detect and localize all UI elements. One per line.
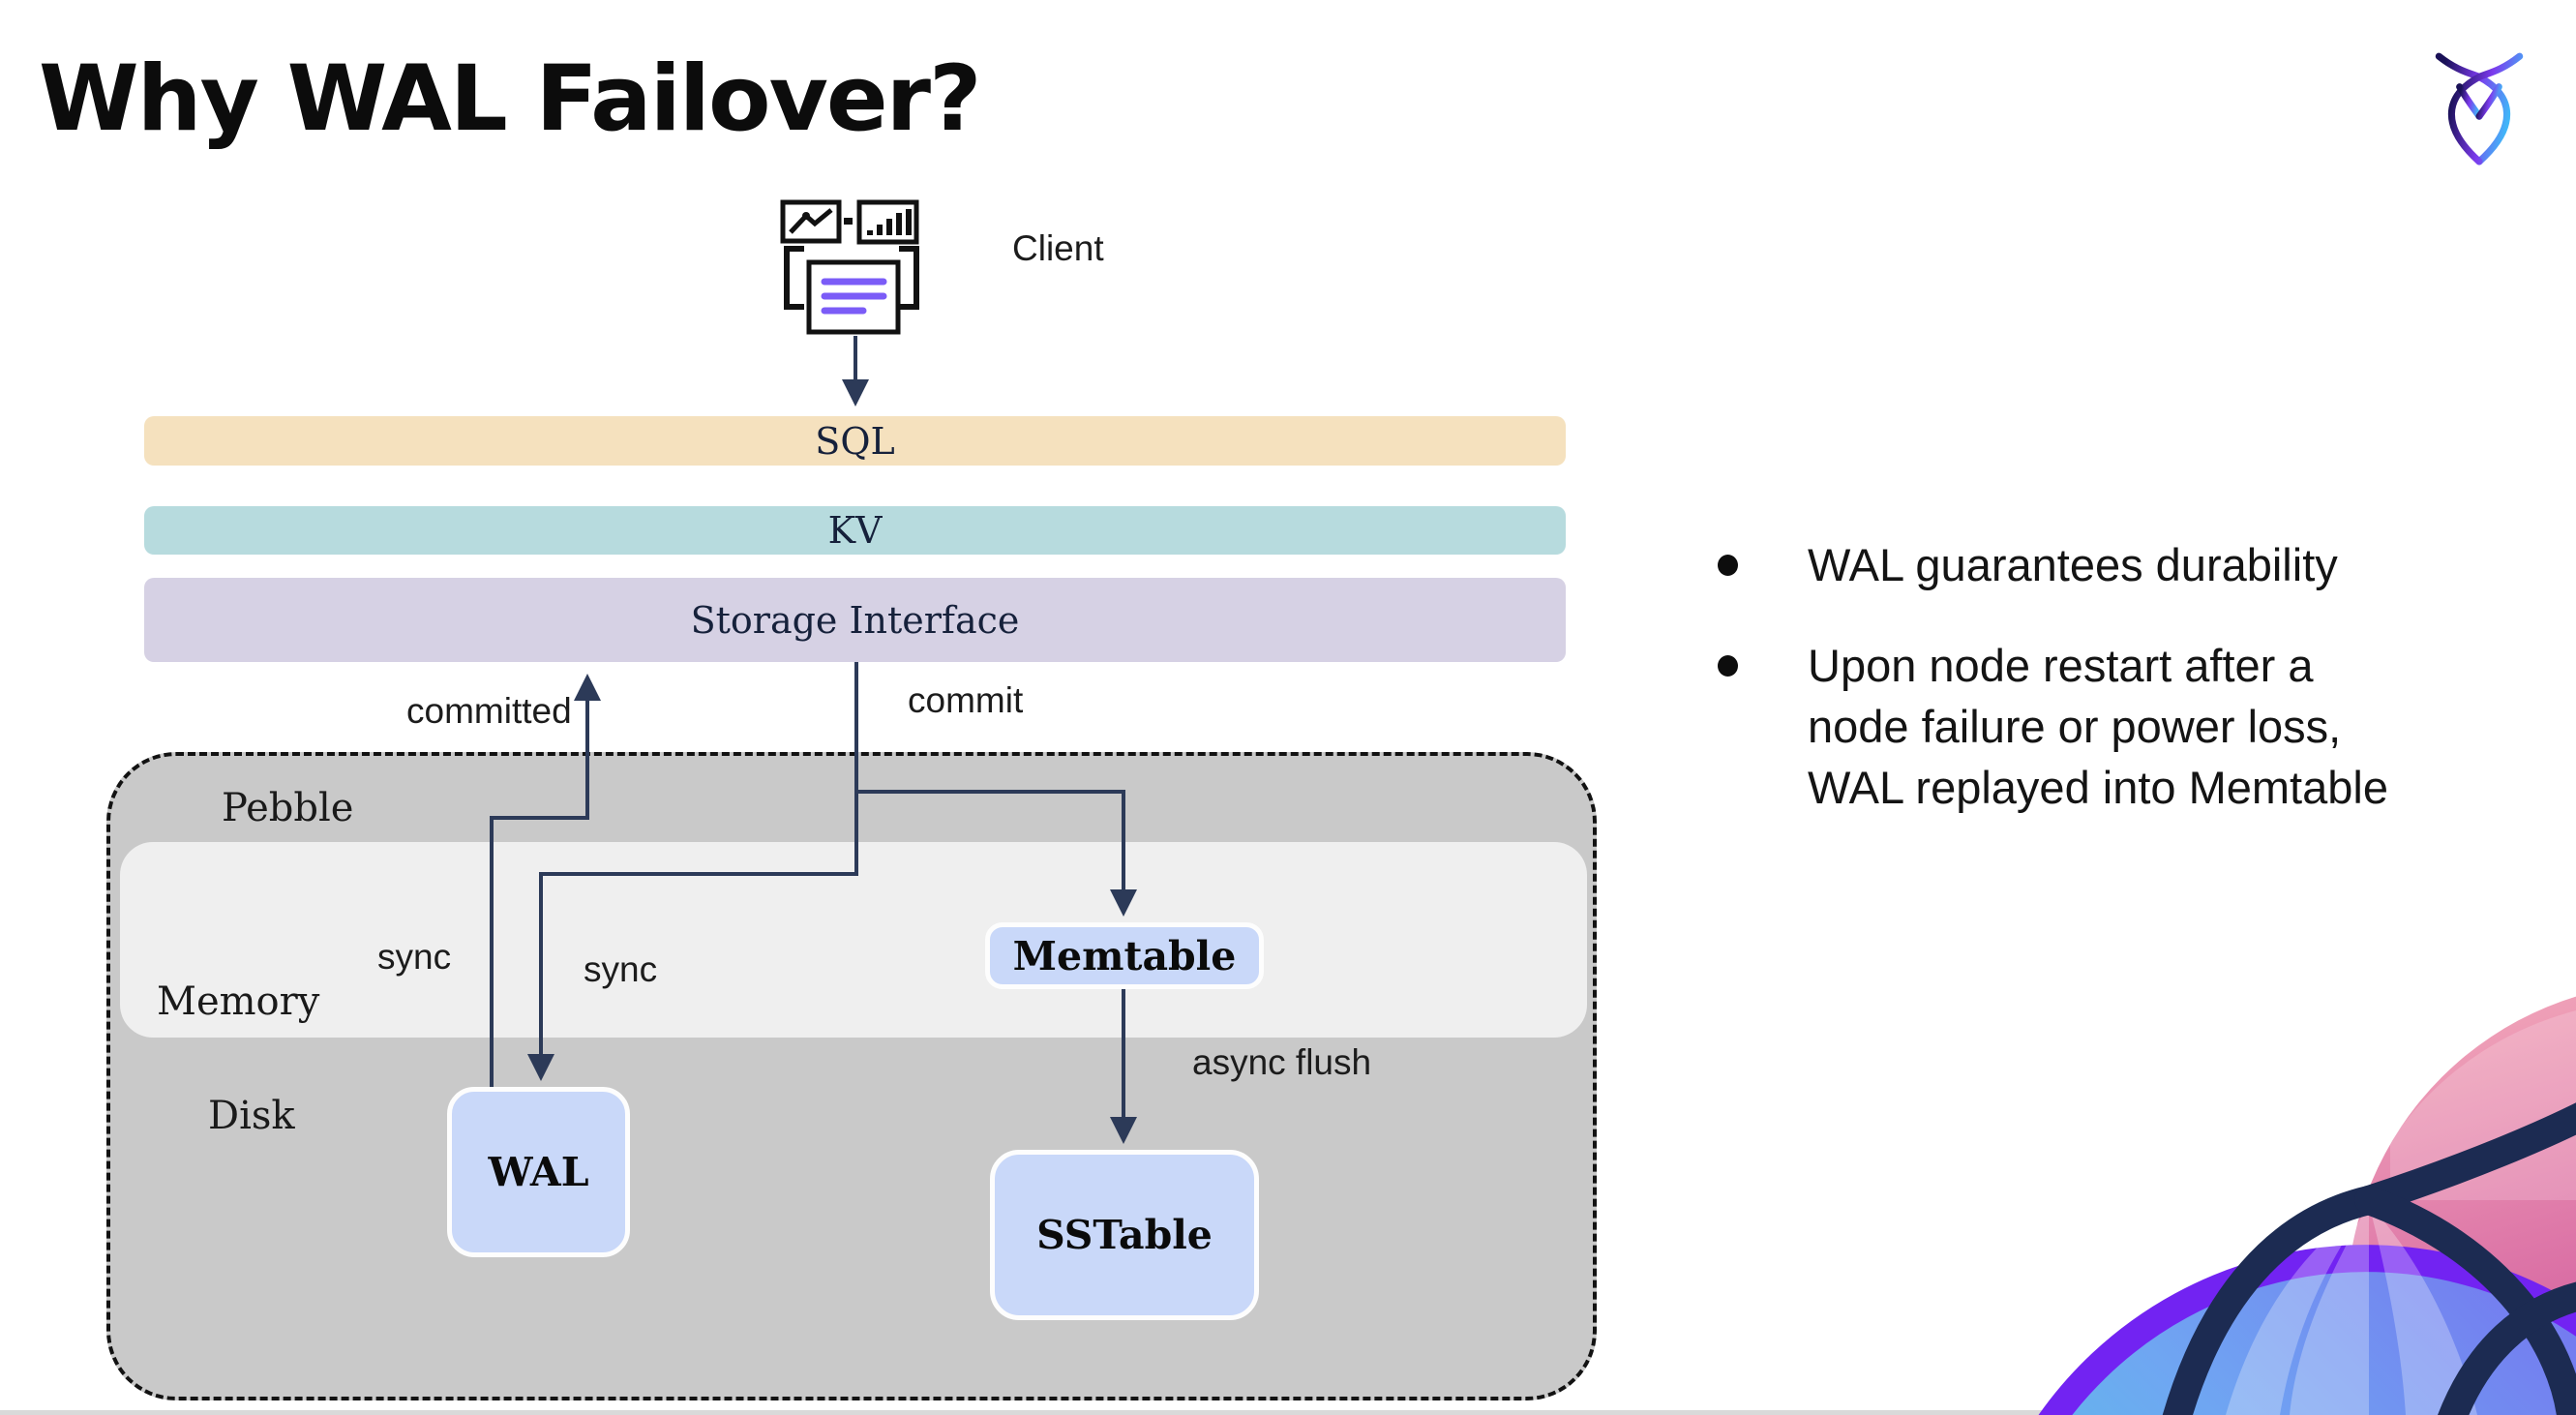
client-workstation-icon xyxy=(780,199,919,335)
sync-right-label: sync xyxy=(584,949,658,989)
slide-bottom-edge xyxy=(0,1410,2576,1415)
client-label: Client xyxy=(1012,228,1104,268)
roach-curves xyxy=(2162,1102,2576,1415)
bullet-text: Upon node restart after a node failure o… xyxy=(1808,640,2388,813)
wal-node: WAL xyxy=(447,1087,630,1257)
cockroachdb-logo-icon xyxy=(2435,52,2524,166)
commit-label: commit xyxy=(908,680,1024,720)
layer-bar-storage-interface: Storage Interface xyxy=(144,578,1566,662)
bracket-icon xyxy=(784,246,919,310)
layer-bar-kv: KV xyxy=(144,506,1566,555)
slide-title: Why WAL Failover? xyxy=(39,46,982,152)
brand-corner-art xyxy=(2038,996,2576,1415)
sync-left-label: sync xyxy=(377,937,452,977)
dash-connector xyxy=(844,218,853,225)
committed-label: committed xyxy=(406,691,572,731)
bullet-text: WAL guarantees durability xyxy=(1808,539,2338,590)
memory-label: Memory xyxy=(157,979,320,1024)
bullet-dot xyxy=(1718,655,1738,677)
layer-bar-sql: SQL xyxy=(144,416,1566,466)
disk-label: Disk xyxy=(208,1094,295,1138)
sstable-node: SSTable xyxy=(990,1150,1259,1320)
bullet-dot xyxy=(1718,555,1738,576)
pebble-label: Pebble xyxy=(222,786,354,830)
async-flush-label: async flush xyxy=(1192,1042,1372,1082)
memory-section xyxy=(120,842,1587,1038)
bullet-list: WAL guarantees durability Upon node rest… xyxy=(1684,534,2516,858)
bullet-item: WAL guarantees durability xyxy=(1684,534,2516,595)
bullet-item: Upon node restart after a node failure o… xyxy=(1684,635,2516,818)
memtable-node: Memtable xyxy=(985,922,1264,989)
